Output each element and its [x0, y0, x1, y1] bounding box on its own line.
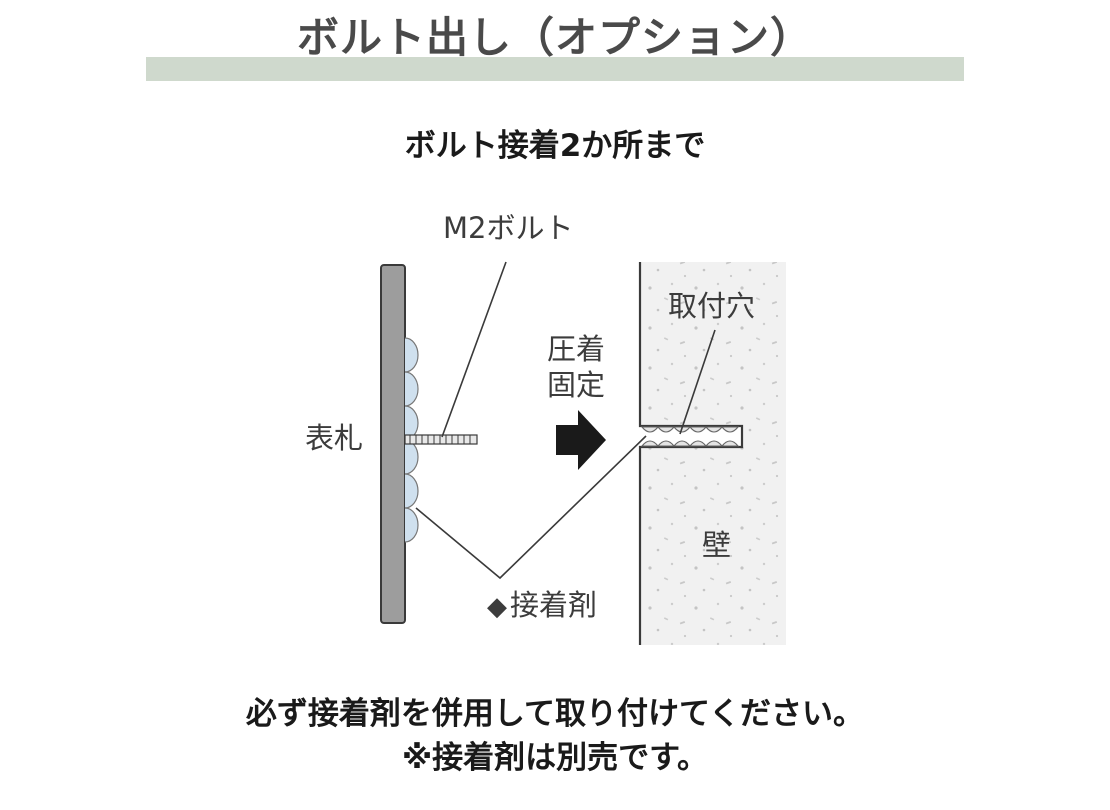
nameplate-label: 表札 [305, 421, 364, 455]
press-arrow [556, 410, 606, 470]
diamond-icon: ◆ [487, 592, 507, 622]
press-label-line1: 圧着 [547, 332, 606, 366]
press-label-line2: 固定 [547, 368, 606, 402]
subtitle: ボルト接着2か所まで [404, 128, 706, 164]
bolt-label: M2ボルト [443, 211, 574, 245]
instruction-note: 必ず接着剤を併用して取り付けてください。 [245, 696, 865, 732]
adhesive-bumps [404, 337, 419, 543]
page-title: ボルト出し（オプション） [296, 13, 813, 62]
adhesive-label: ◆接着剤 [487, 588, 597, 624]
m2-bolt [404, 434, 478, 445]
nameplate [380, 264, 406, 624]
mounting-hole-label: 取付穴 [668, 289, 756, 323]
adhesive-label-text: 接着剤 [510, 588, 598, 622]
leader-lines [415, 261, 716, 580]
wall [638, 262, 786, 645]
hole-adhesive [640, 426, 740, 447]
adhesive-sold-separately-note: ※接着剤は別売です。 [401, 740, 709, 776]
wall-label: 壁 [702, 528, 732, 562]
title-underline-band [146, 57, 964, 81]
